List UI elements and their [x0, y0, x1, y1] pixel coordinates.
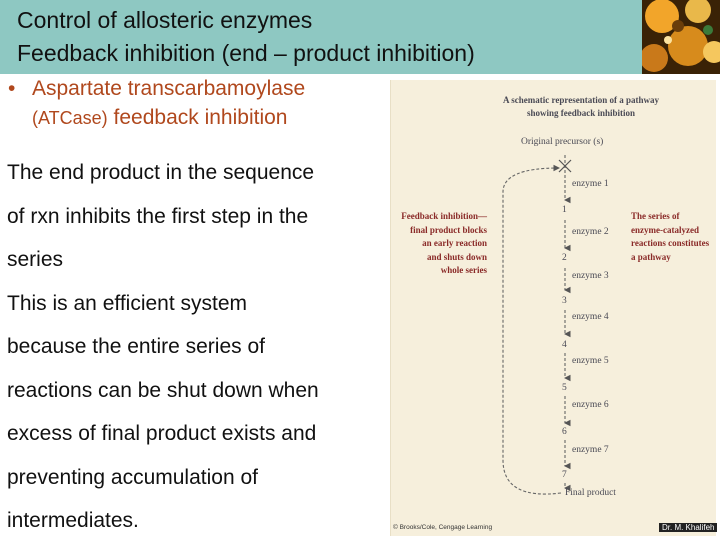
bullet-line-1: Aspartate transcarbamoylase	[32, 74, 382, 103]
body-paragraph: The end product in the sequence of rxn i…	[7, 151, 377, 543]
note-line: enzyme-catalyzed	[631, 224, 709, 238]
body-line: because the entire series of	[7, 325, 377, 369]
intermediate-number: 5	[562, 383, 567, 393]
intermediate-number: 4	[562, 340, 567, 350]
body-line: excess of final product exists and	[7, 412, 377, 456]
intermediate-number: 6	[562, 427, 567, 437]
note-line: reactions constitutes	[631, 237, 709, 251]
enzyme-label: enzyme 6	[572, 400, 609, 410]
intermediate-number: 7	[562, 470, 567, 480]
note-line: The series of	[631, 210, 709, 224]
slide-header: Control of allosteric enzymes Feedback i…	[0, 0, 720, 74]
note-line: a pathway	[631, 251, 709, 265]
body-line: preventing accumulation of	[7, 456, 377, 500]
body-line: of rxn inhibits the first step in the	[7, 195, 377, 239]
note-line: Feedback inhibition—	[395, 210, 487, 224]
note-line: and shuts down	[395, 251, 487, 265]
bullet-line-2: feedback inhibition	[108, 106, 288, 129]
note-line: final product blocks	[395, 224, 487, 238]
final-product-label: Final product	[565, 488, 616, 498]
intermediate-number: 3	[562, 296, 567, 306]
enzyme-label: enzyme 5	[572, 356, 609, 366]
body-line: series	[7, 238, 377, 282]
author-label: Dr. M. Khalifeh	[659, 523, 717, 532]
enzyme-label: enzyme 4	[572, 312, 609, 322]
header-decoration-image	[642, 0, 720, 74]
note-line: an early reaction	[395, 237, 487, 251]
figure-credit: © Brooks/Cole, Cengage Learning	[393, 524, 492, 531]
body-line: reactions can be shut down when	[7, 369, 377, 413]
intermediate-number: 1	[562, 205, 567, 215]
title-line-2: Feedback inhibition (end – product inhib…	[17, 40, 475, 67]
body-line: This is an efficient system	[7, 282, 377, 326]
title-line-1: Control of allosteric enzymes	[17, 7, 312, 34]
bullet-abbreviation: (ATCase)	[32, 108, 108, 128]
feedback-inhibition-note: Feedback inhibition— final product block…	[395, 210, 487, 278]
body-line: The end product in the sequence	[7, 151, 377, 195]
body-line: intermediates.	[7, 499, 377, 543]
bullet-marker: •	[8, 74, 15, 103]
intermediate-number: 2	[562, 253, 567, 263]
pathway-arrows	[391, 80, 716, 536]
enzyme-label: enzyme 2	[572, 227, 609, 237]
note-line: whole series	[395, 264, 487, 278]
pathway-note: The series of enzyme-catalyzed reactions…	[631, 210, 709, 264]
enzyme-label: enzyme 3	[572, 271, 609, 281]
enzyme-label: enzyme 1	[572, 179, 609, 189]
pathway-figure: A schematic representation of a pathway …	[390, 80, 716, 536]
enzyme-label: enzyme 7	[572, 445, 609, 455]
